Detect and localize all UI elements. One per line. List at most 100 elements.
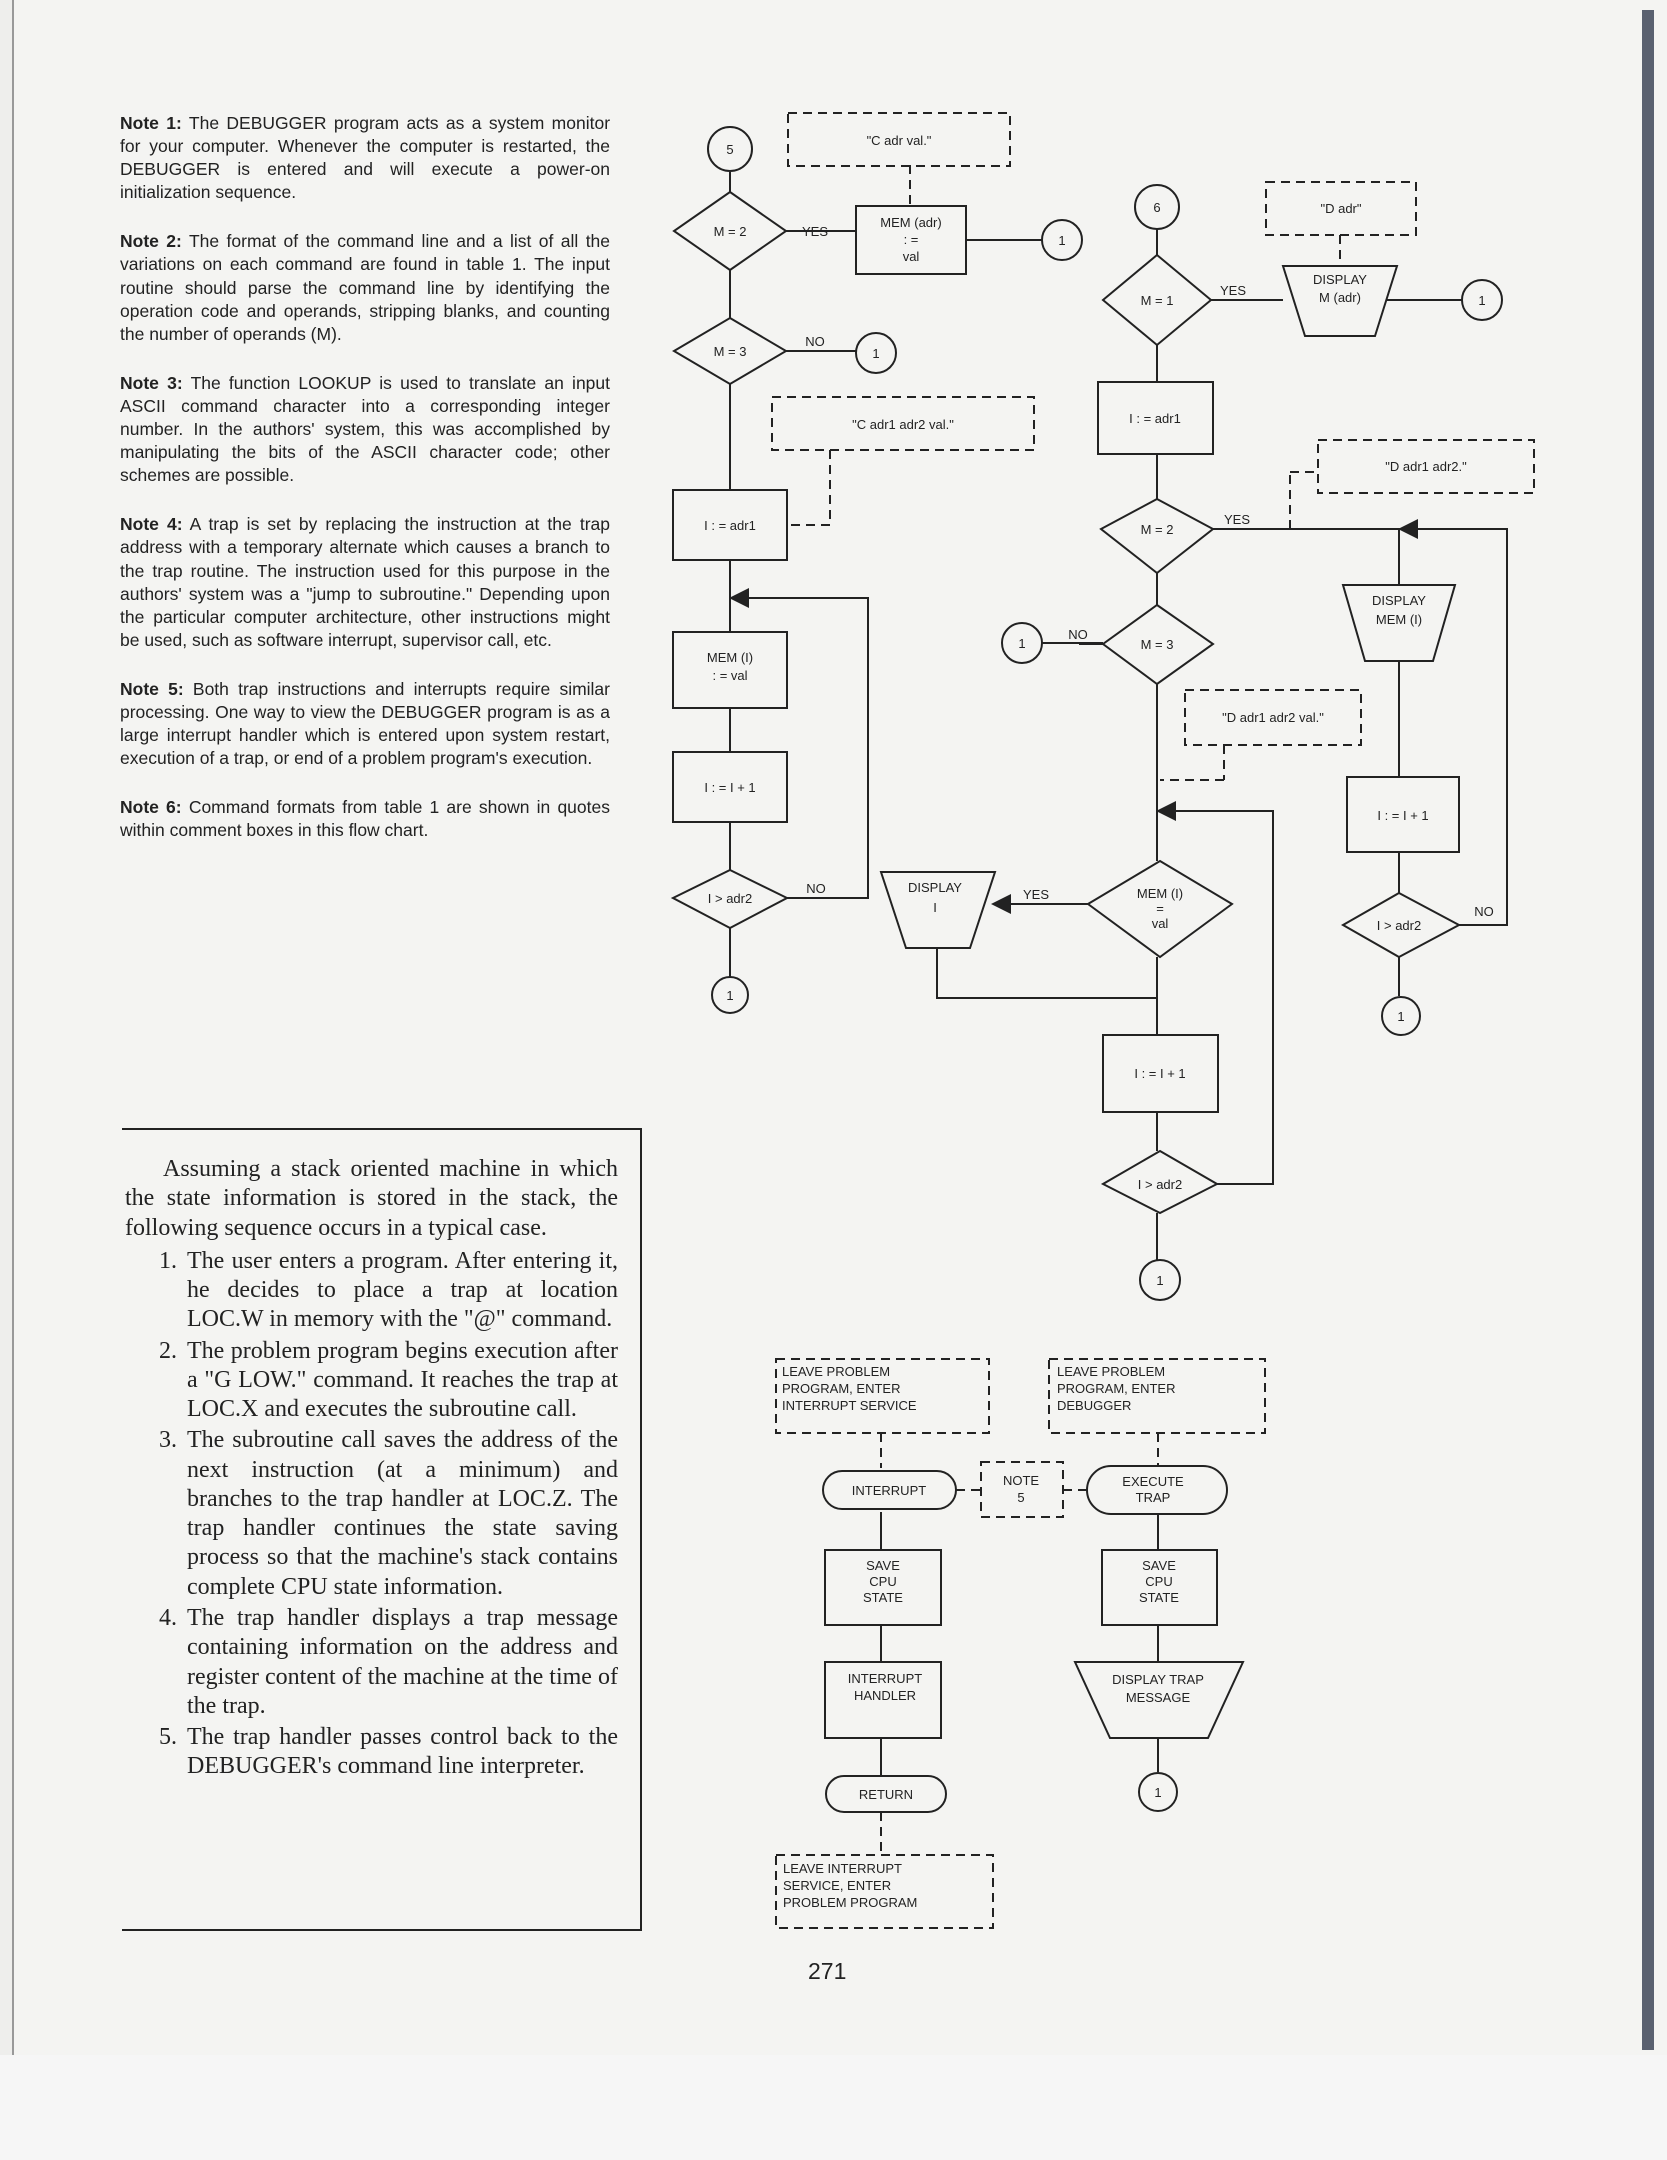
- display-line: M (adr): [1319, 290, 1361, 305]
- connector-label: 1: [872, 346, 879, 361]
- comment-box: [787, 112, 1011, 167]
- process-box: [855, 205, 967, 275]
- note-text: The format of the command line and a lis…: [120, 231, 611, 344]
- display-trapezoid: [1281, 265, 1399, 337]
- process-line: STATE: [1139, 1590, 1179, 1605]
- process-line: MEM (adr): [880, 215, 941, 230]
- decision-diamond: [1101, 603, 1215, 686]
- display-line: DISPLAY: [908, 880, 962, 895]
- note-label: Note 3:: [120, 372, 183, 393]
- display-line: MESSAGE: [1126, 1690, 1191, 1705]
- scan-edge-right: [1642, 10, 1654, 2050]
- connector-label: 1: [1397, 1009, 1404, 1024]
- no-label: NO: [1068, 627, 1088, 642]
- note-label: Note 2:: [120, 231, 182, 252]
- decision-label: M = 3: [1141, 637, 1174, 652]
- decision-label: MEM (I): [1137, 886, 1183, 901]
- process-line: val: [903, 249, 920, 264]
- process-line: STATE: [863, 1590, 903, 1605]
- sidebar-box-content: Assuming a stack oriented machine in whi…: [125, 1155, 618, 1784]
- step-item: The user enters a program. After enterin…: [183, 1247, 618, 1335]
- notes-column: Note 1: The DEBUGGER program acts as a s…: [120, 112, 610, 868]
- process-line: I : = adr1: [1129, 411, 1181, 426]
- comment-box: [771, 396, 1035, 451]
- process-box: [672, 631, 788, 709]
- no-label: NO: [1474, 904, 1494, 919]
- page-number: 271: [808, 1958, 847, 1984]
- box-intro: Assuming a stack oriented machine in whi…: [125, 1156, 618, 1241]
- connector-label: 1: [1478, 293, 1485, 308]
- connector-label: 5: [726, 142, 733, 157]
- decision-label: val: [1152, 916, 1169, 931]
- comment-box: [1184, 689, 1362, 746]
- comment-line: LEAVE PROBLEM: [1057, 1364, 1165, 1379]
- process-box: [1097, 381, 1214, 455]
- process-line: : = val: [712, 668, 747, 683]
- terminal-label: INTERRUPT: [852, 1483, 926, 1498]
- process-line: I : = I + 1: [704, 780, 755, 795]
- connector-1: [855, 332, 897, 374]
- decision-label: I > adr2: [1138, 1177, 1182, 1192]
- note-label: Note 6:: [120, 797, 182, 818]
- process-box: [672, 751, 788, 823]
- note-text: Command formats from table 1 are shown i…: [120, 797, 610, 841]
- comment-text: "D adr": [1320, 201, 1361, 216]
- step-item: The trap handler displays a trap message…: [183, 1604, 618, 1721]
- display-line: DISPLAY TRAP: [1112, 1672, 1204, 1687]
- process-line: I : = adr1: [704, 518, 756, 533]
- decision-diamond: [670, 868, 790, 930]
- process-box: [1101, 1549, 1218, 1626]
- note-text: Both trap instructions and interrupts re…: [120, 678, 610, 769]
- process-line: MEM (I): [707, 650, 753, 665]
- scan-bottom-margin: [0, 2055, 1667, 2160]
- process-line: I : = I + 1: [1377, 808, 1428, 823]
- process-line: I : = I + 1: [1134, 1066, 1185, 1081]
- comment-line: PROGRAM, ENTER: [782, 1381, 900, 1396]
- bottom-flow-lines: [880, 1433, 1159, 1855]
- no-label: NO: [805, 334, 825, 349]
- connector-label: 1: [1154, 1785, 1161, 1800]
- note-1: Note 1: The DEBUGGER program acts as a s…: [120, 112, 610, 204]
- decision-diamond: [1100, 1149, 1220, 1215]
- display-line: DISPLAY: [1313, 272, 1367, 287]
- decision-diamond: [1099, 497, 1215, 575]
- comment-line: DEBUGGER: [1057, 1398, 1131, 1413]
- sidebar-box: [122, 1128, 642, 1931]
- decision-label: M = 2: [1141, 522, 1174, 537]
- display-trapezoid: [879, 871, 997, 949]
- comment-line: SERVICE, ENTER: [783, 1878, 891, 1893]
- terminal-node: [822, 1470, 957, 1510]
- comment-text: "C adr val.": [867, 133, 932, 148]
- decision-label: M = 3: [714, 344, 747, 359]
- note-text: A trap is set by replacing the instructi…: [120, 514, 610, 650]
- comment-box: [1317, 439, 1535, 494]
- process-box: [1346, 776, 1460, 853]
- comment-line: LEAVE PROBLEM: [782, 1364, 890, 1379]
- comment-line: INTERRUPT SERVICE: [782, 1398, 917, 1413]
- process-box: [672, 489, 788, 561]
- terminal-label: RETURN: [859, 1787, 913, 1802]
- connector-label: 1: [1156, 1273, 1163, 1288]
- note-4: Note 4: A trap is set by replacing the i…: [120, 513, 610, 652]
- decision-diamond: [1086, 859, 1234, 959]
- note-label: Note 4:: [120, 514, 183, 535]
- comment-text: "C adr1 adr2 val.": [852, 417, 954, 432]
- step-item: The problem program begins execution aft…: [183, 1337, 618, 1425]
- step-item: The subroutine call saves the address of…: [183, 1426, 618, 1602]
- process-line: SAVE: [1142, 1558, 1176, 1573]
- decision-diamond: [1340, 891, 1462, 959]
- yes-label: YES: [1220, 283, 1246, 298]
- step-item: The trap handler passes control back to …: [183, 1723, 618, 1782]
- display-line: I: [933, 900, 937, 915]
- decision-label: M = 1: [1141, 293, 1174, 308]
- process-box: [824, 1549, 942, 1626]
- decision-label: =: [1156, 901, 1164, 916]
- process-box: [1102, 1034, 1219, 1113]
- comment-text: "D adr1 adr2 val.": [1222, 710, 1324, 725]
- connector-5: [707, 126, 753, 172]
- comment-box: [1048, 1358, 1266, 1434]
- yes-label: YES: [1224, 512, 1250, 527]
- connector-6: [1134, 184, 1180, 230]
- note-text: The DEBUGGER program acts as a system mo…: [120, 113, 611, 203]
- process-line: INTERRUPT: [848, 1671, 922, 1686]
